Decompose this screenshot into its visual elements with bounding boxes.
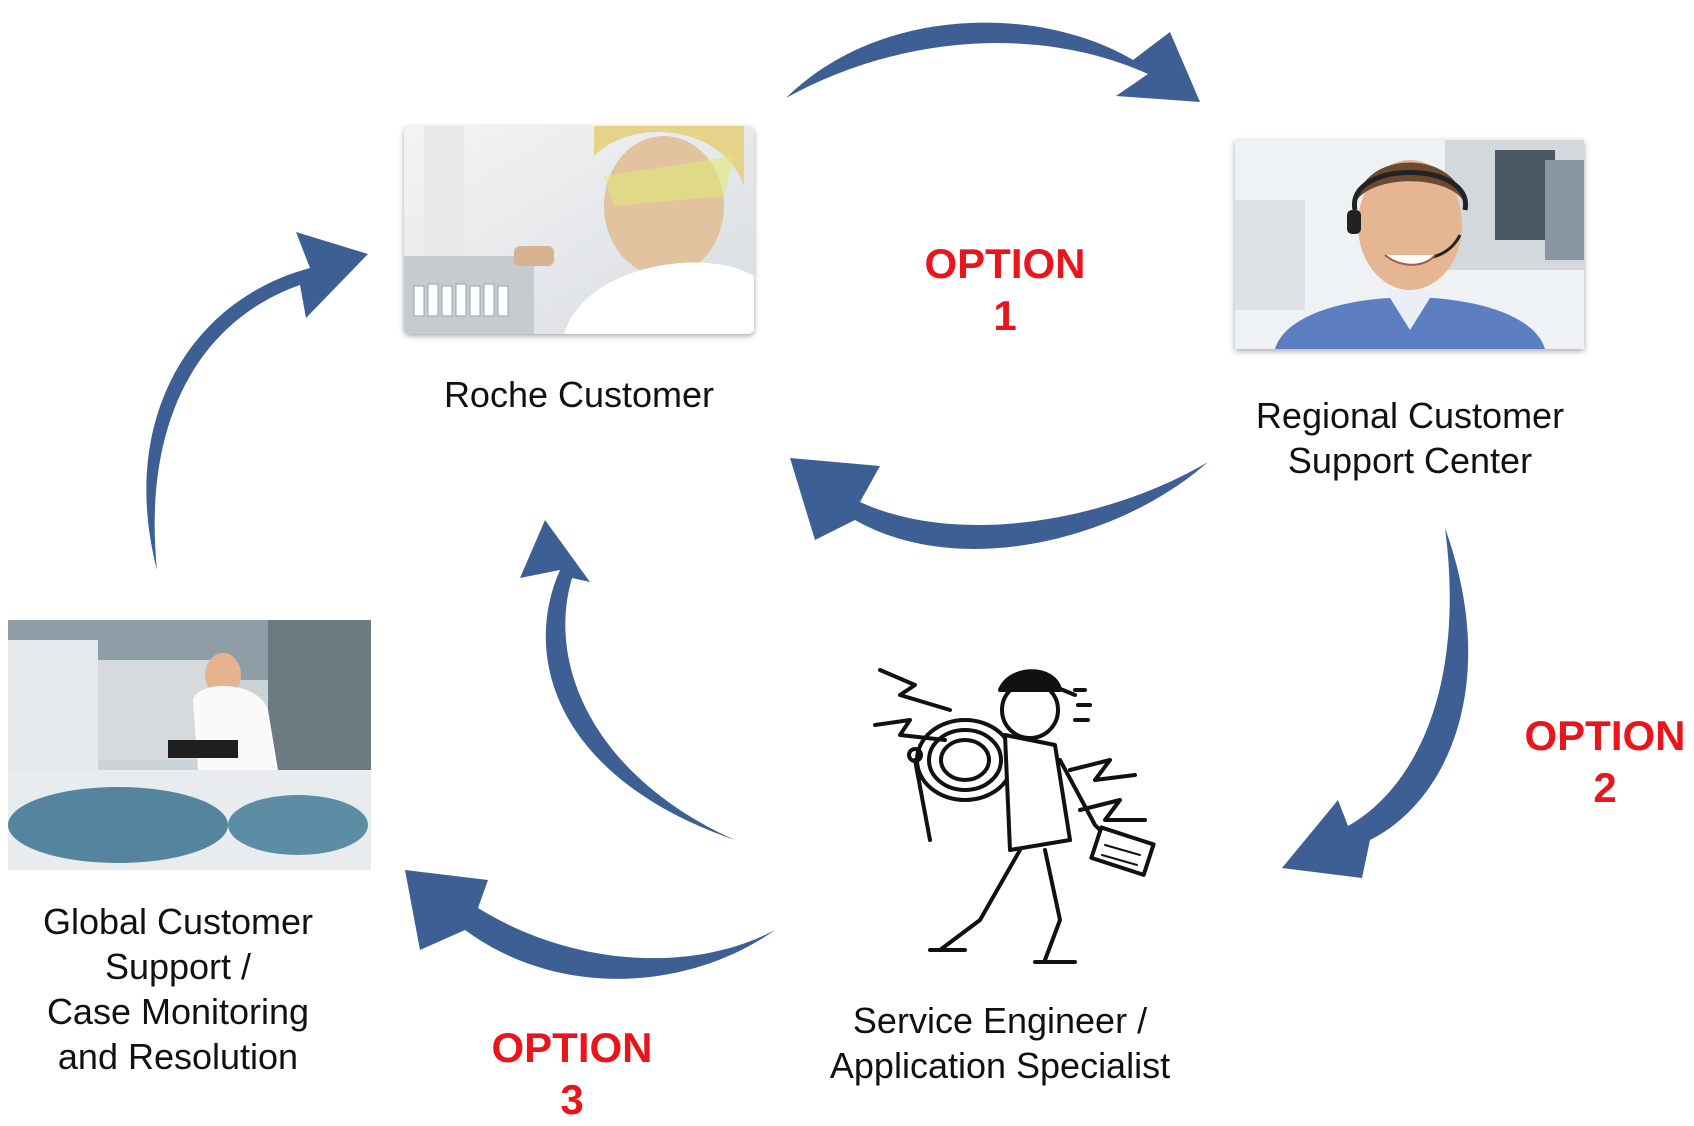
- global-support-label: Global Customer Support / Case Monitorin…: [42, 901, 314, 1077]
- roche-customer-photo: [404, 126, 754, 334]
- arrow-engineer-to-global: [405, 870, 775, 979]
- arrow-regional-to-engineer: [1282, 528, 1469, 878]
- service-engineer-cartoon: [870, 650, 1170, 980]
- regional-support-label: Regional Customer Support Center: [1255, 395, 1565, 481]
- global-support-photo: [8, 620, 371, 870]
- option-1-label: OPTION 1: [924, 240, 1086, 339]
- roche-customer-label: Roche Customer: [443, 374, 715, 415]
- service-engineer-image: [873, 668, 1156, 964]
- arrow-global-to-customer: [146, 232, 368, 570]
- arrow-customer-to-regional: [786, 22, 1200, 102]
- arrow-regional-to-customer: [790, 458, 1208, 549]
- option-3-label: OPTION 3: [491, 1024, 653, 1123]
- call-center-agent-image: [1235, 140, 1584, 349]
- regional-support-photo: [1235, 140, 1584, 349]
- option-2-label: OPTION 2: [1524, 712, 1686, 811]
- service-engineer-label: Service Engineer / Application Specialis…: [829, 1000, 1171, 1086]
- arrow-engineer-to-customer: [520, 520, 735, 840]
- lab-analyzer-image: [8, 620, 371, 870]
- scientist-with-vials-image: [404, 126, 754, 334]
